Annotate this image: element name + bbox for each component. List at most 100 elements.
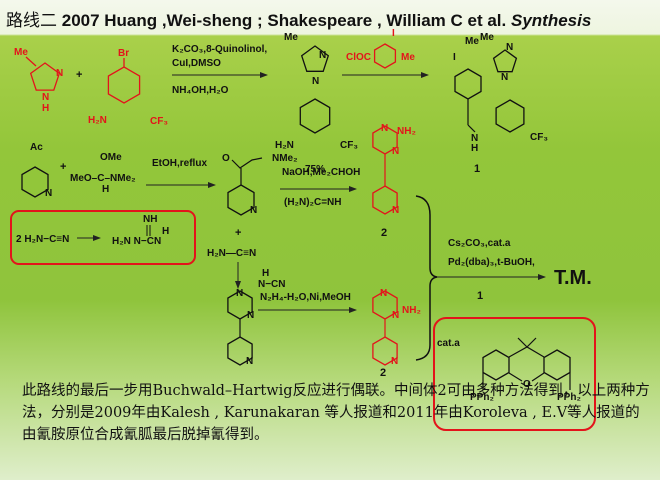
- n-label: N: [392, 205, 399, 216]
- reagents-line-2: CuI,DMSO: [172, 58, 221, 69]
- compound-number: 2: [380, 367, 386, 379]
- nh-label: N: [42, 92, 49, 103]
- n-label: N: [45, 188, 52, 199]
- conditions-label: EtOH,reflux: [152, 158, 207, 169]
- acetyl-label: Ac: [30, 142, 43, 153]
- conditions-line-2: Pd₂(dba)₃,t-BuOH,: [448, 257, 535, 268]
- intermediate-aniline-imidazole: Me N N H₂N CF₃ 75%: [275, 32, 358, 175]
- target-molecule: T.M.: [554, 267, 592, 289]
- reagent-number: 1: [477, 290, 483, 302]
- n-label: N: [381, 123, 388, 134]
- nh2-label: NH₂: [397, 126, 416, 137]
- enaminone: O NMe₂ N: [222, 153, 298, 216]
- imidazole-ring: [492, 49, 518, 73]
- cf3-label: CF₃: [340, 140, 358, 151]
- amine-label: H₂N: [275, 140, 294, 151]
- h-label: H: [471, 143, 478, 154]
- n-label: N: [392, 310, 399, 321]
- bromo-label: Br: [118, 48, 129, 59]
- cyanoamino-pyrimidine: N N H N−CN N: [227, 268, 286, 367]
- 4-methylimidazole: Me N N H: [14, 47, 63, 114]
- reagents-line-1: K₂CO₃,8-Quinolinol,: [172, 44, 267, 55]
- iodo-label: I: [453, 52, 456, 63]
- pyridine-ring: [372, 336, 398, 366]
- methyl-label: Me: [401, 52, 415, 63]
- acyl-chloride-label: ClOC: [346, 52, 371, 63]
- nh2-label: NH₂: [402, 305, 421, 316]
- 3-acetylpyridine: Ac N: [21, 142, 52, 199]
- nme2-label: NMe₂: [272, 153, 298, 164]
- benzene-ring: [373, 43, 397, 69]
- conditions-label: N₂H₄-H₂O,Ni,MeOH: [260, 292, 351, 303]
- compound-2-top: NH₂ N N N 2: [372, 123, 416, 239]
- imine-label: NH: [143, 214, 157, 225]
- conditions-line-1: Cs₂CO₃,cat.a: [448, 238, 511, 249]
- pyridine-ring: [372, 185, 398, 215]
- conditions-top: NaOH,Me₂CHOH: [282, 167, 360, 178]
- n-label: N: [506, 42, 513, 53]
- h-label: H: [42, 103, 49, 114]
- plus-sign: +: [60, 161, 66, 173]
- cyanoguanidine-formation-box: 2 H₂N−C≡N NH H H₂N N−CN: [10, 210, 196, 265]
- h-label: H: [262, 268, 269, 279]
- n-label: N: [391, 356, 398, 367]
- iodo-label: I: [392, 28, 395, 39]
- n-label: N: [250, 205, 257, 216]
- n-label: N: [319, 50, 326, 61]
- cyanoamino-label: N−CN: [258, 279, 286, 290]
- yield-label: 75%: [305, 164, 325, 175]
- pyridine-ring: [227, 336, 253, 366]
- benzene-ring: [107, 66, 141, 104]
- methyl-label: Me: [480, 32, 494, 43]
- methyl-label: Me: [465, 36, 479, 47]
- h-label: H: [102, 184, 109, 195]
- n-label: N: [247, 310, 254, 321]
- methoxy-label: OMe: [100, 152, 122, 163]
- n-label: N: [246, 356, 253, 367]
- acid-chloride-reagent: ClOC I Me: [346, 28, 415, 69]
- cyanamide-reactant: 2 H₂N−C≡N: [16, 234, 69, 245]
- plus-sign: +: [235, 227, 241, 239]
- carbonyl-o-label: O: [222, 153, 230, 164]
- catalyst-box: cat.a O PPh₂ PPh₂: [433, 317, 596, 431]
- benzene-ring-right: [543, 349, 571, 381]
- imidazole-ring: [29, 62, 61, 91]
- benzene-ring: [299, 98, 331, 134]
- explanation-text: 此路线的最后一步用Buchwald–Hartwig反应进行偶联。中间体2可由多种…: [22, 383, 650, 443]
- n-label: N: [56, 68, 63, 79]
- oxygen-label: O: [523, 379, 531, 390]
- catalyst-label: cat.a: [437, 338, 460, 349]
- n-label: N: [312, 76, 319, 87]
- n-label: N: [236, 288, 243, 299]
- compound-number: 1: [474, 163, 480, 175]
- amine-label: H₂N: [88, 115, 107, 126]
- journal-name: Synthesis: [510, 11, 592, 30]
- 3-bromo-5-trifluoromethylaniline: Br H₂N CF₃: [88, 48, 168, 127]
- compound-1: I Me Me N N N H CF₃ 1: [453, 32, 548, 175]
- citation: 2007 Huang ,Wei-sheng ; Shakespeare , Wi…: [61, 11, 507, 30]
- cyanoguanidine-product: H₂N N−CN: [112, 236, 161, 247]
- diphenylphosphino-label: PPh₂: [557, 392, 581, 403]
- conditions-bottom: (H₂N)₂C=NH: [284, 197, 342, 208]
- route-label: 路线二: [6, 11, 57, 31]
- methyl-label: Me: [284, 32, 298, 43]
- plus-sign: +: [76, 69, 82, 81]
- cf3-label: CF₃: [150, 116, 168, 127]
- n-label: N: [380, 288, 387, 299]
- benzene-ring: [454, 68, 482, 100]
- imidazole-ring: [300, 45, 330, 72]
- h-label: H: [162, 226, 169, 237]
- compound-2-bottom: N N NH₂ N 2: [372, 288, 421, 379]
- benzene-ring-left: [482, 349, 510, 381]
- pyridine-ring: [21, 166, 49, 198]
- cyanamide-label: H₂N—C≡N: [207, 248, 256, 259]
- pyridine-ring: [227, 184, 255, 216]
- n-label: N: [392, 146, 399, 157]
- amine-n-label: N: [471, 133, 478, 144]
- n-label: N: [501, 72, 508, 83]
- cf3-label: CF₃: [530, 132, 548, 143]
- slide-title: 路线二 2007 Huang ,Wei-sheng ; Shakespeare …: [6, 6, 591, 31]
- benzene-ring: [495, 99, 525, 133]
- diphenylphosphino-label: PPh₂: [470, 392, 494, 403]
